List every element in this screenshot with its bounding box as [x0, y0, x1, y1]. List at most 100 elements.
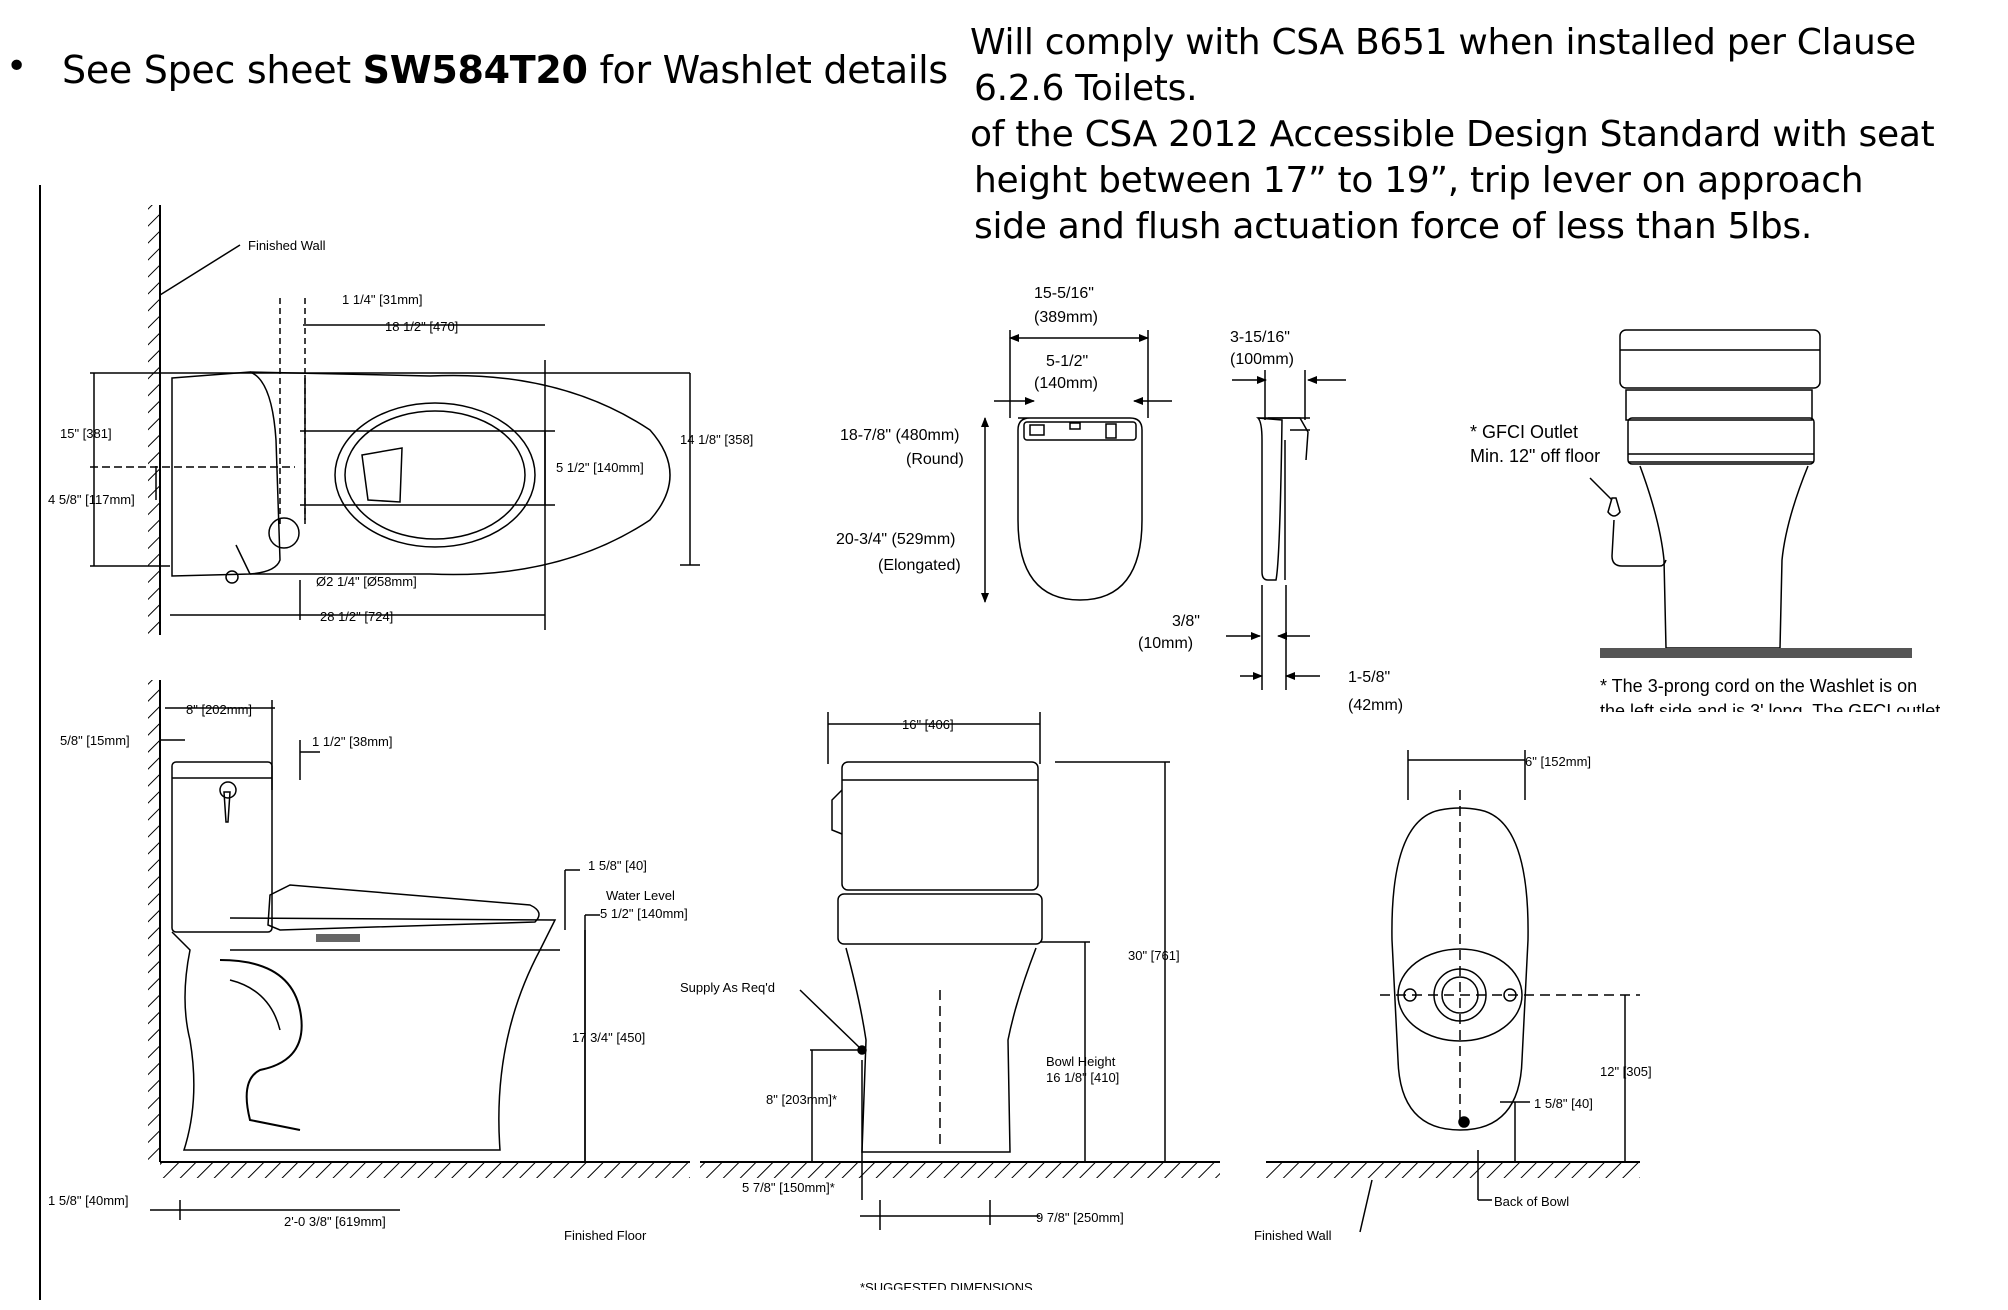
- bowl-rim: [334, 402, 536, 548]
- floor-bar: [1600, 648, 1912, 658]
- spec-suffix: for Washlet details: [587, 48, 948, 92]
- bowl-height-value: 16 1/8" [410]: [1046, 1070, 1119, 1085]
- compliance-line: side and flush actuation force of less t…: [974, 206, 1812, 247]
- tank-side: [171, 761, 273, 933]
- tank-body: [1625, 389, 1813, 421]
- bowl-height-label: Bowl Height: [1046, 1054, 1116, 1069]
- tank-plan: [171, 371, 281, 577]
- wall-hatch-side: [148, 680, 160, 1160]
- dim-100mm: (100mm): [1230, 351, 1294, 368]
- tank-lid: [1619, 329, 1821, 389]
- dim-18-1-2: 18 1/2" [470]: [385, 319, 458, 334]
- dim-1-1-4: 1 1/4" [31mm]: [342, 292, 422, 307]
- dim-3-8: 3/8": [1172, 613, 1200, 630]
- gfci-labels: * GFCI Outlet Min. 12" off floor * The 3…: [1470, 422, 1917, 696]
- dim-4-5-8: 4 5/8" [117mm]: [48, 492, 135, 507]
- front-elevation-view: [700, 712, 1220, 1230]
- finished-wall-leader: [159, 244, 241, 296]
- floor-hatch-back: [1266, 1162, 1640, 1178]
- top-plan-view: [90, 205, 700, 635]
- dim-5-7-8-150mm: 5 7/8" [150mm]*: [742, 1180, 835, 1195]
- supply-label: Supply As Req'd: [680, 980, 775, 995]
- dim-10mm: (10mm): [1138, 635, 1193, 652]
- dim-1-5-8-40mm: 1 5/8" [40mm]: [48, 1193, 128, 1208]
- dim-8-202mm: 8" [202mm]: [186, 702, 252, 717]
- finished-wall-label-back: Finished Wall: [1254, 1228, 1332, 1243]
- compliance-note: Will comply with CSA B651 when installed…: [970, 20, 1990, 250]
- bullet-point: •: [6, 46, 28, 87]
- dim-42mm: (42mm): [1348, 697, 1403, 714]
- cord-note-2: the left side and is 3' long. The GFCI o…: [1600, 701, 1940, 721]
- bowl-front: [845, 947, 1037, 1153]
- finished-wall-label: Finished Wall: [248, 238, 326, 253]
- washlet-side-view: [1226, 370, 1346, 690]
- dim-1-5-8-40: 1 5/8" [40]: [588, 858, 647, 873]
- dim-5-8-15mm: 5/8" [15mm]: [60, 733, 130, 748]
- tank-front: [841, 761, 1039, 891]
- dim-12-305: 12" [305]: [1600, 1064, 1652, 1079]
- side-elevation-labels: 8" [202mm] 5/8" [15mm] 1 1/2" [38mm] 1 5…: [48, 702, 688, 1243]
- compliance-line: of the CSA 2012 Accessible Design Standa…: [970, 114, 1935, 155]
- drain-outline: [361, 447, 403, 503]
- bowl-plan: [249, 371, 671, 576]
- gfci-plug-icon: [1607, 497, 1621, 517]
- trip-lever: [223, 791, 231, 823]
- gfci-note-1: * GFCI Outlet: [1470, 422, 1578, 442]
- water-level-label: Water Level: [606, 888, 675, 903]
- washlet-front: [837, 893, 1043, 945]
- spec-prefix: See Spec sheet: [62, 48, 363, 92]
- compliance-line: 6.2.6 Toilets.: [974, 68, 1198, 109]
- washlet-front-view: [981, 330, 1172, 603]
- supply-hole: [268, 517, 300, 549]
- back-plan-labels: 6" [152mm] 12" [305] 1 5/8" [40] Finishe…: [1254, 754, 1652, 1243]
- dim-9-7-8-250mm: 9 7/8" [250mm]: [1036, 1210, 1124, 1225]
- dim-length-elongated: 20-3/4" (529mm): [836, 531, 956, 548]
- dim-15-5-16: 15-5/16": [1034, 285, 1094, 302]
- compliance-line: Will comply with CSA B651 when installed…: [970, 22, 1916, 63]
- dim-5-1-2-140mm: 5 1/2" [140mm]: [600, 906, 688, 921]
- dim-17-3-4-450: 17 3/4" [450]: [572, 1030, 645, 1045]
- dim-16-406: 16" [406]: [902, 717, 954, 732]
- side-elevation-view: [148, 680, 690, 1220]
- dim-8-203mm: 8" [203mm]*: [766, 1092, 837, 1107]
- cord: [1611, 519, 1667, 567]
- bowl-pedestal: [1639, 465, 1809, 649]
- dim-6-152mm: 6" [152mm]: [1525, 754, 1591, 769]
- floor-hatch-side: [160, 1162, 690, 1178]
- compliance-line: height between 17” to 19”, trip lever on…: [974, 160, 1864, 201]
- wall-hatch: [148, 205, 160, 635]
- bowl-footprint: [1391, 807, 1529, 1131]
- washlet-labels: 15-5/16" (389mm) 5-1/2" (140mm) 3-15/16"…: [836, 285, 1403, 714]
- cord-note-clip: the left side and is 3' long. The GFCI o…: [1600, 701, 1940, 721]
- dim-5-1-2: 5-1/2": [1046, 353, 1088, 370]
- elongated-label: (Elongated): [878, 557, 961, 574]
- dim-15: 15" [381]: [60, 426, 112, 441]
- dim-1-5-8-40-back: 1 5/8" [40]: [1534, 1096, 1593, 1111]
- dim-2-0-3-8: 2'-0 3/8" [619mm]: [284, 1214, 386, 1229]
- suggested-dimensions-note: *SUGGESTED DIMENSIONS: [860, 1280, 1033, 1295]
- dim-28-1-2: 28 1/2" [724]: [320, 609, 393, 624]
- washlet-seat-side: [267, 884, 540, 931]
- cord-note-1: * The 3-prong cord on the Washlet is on: [1600, 676, 1917, 696]
- washlet-seat-outline: [1017, 417, 1143, 601]
- back-of-bowl-label: Back of Bowl: [1494, 1194, 1569, 1209]
- spec-code: SW584T20: [362, 48, 588, 92]
- dim-1-1-2-38mm: 1 1/2" [38mm]: [312, 734, 392, 749]
- floor-hatch-front: [700, 1162, 1220, 1178]
- dim-diameter: Ø2 1/4" [Ø58mm]: [316, 574, 417, 589]
- front-elevation-labels: 16" [406] Supply As Req'd 30" [761] Bowl…: [680, 717, 1180, 1225]
- dim-5-1-2: 5 1/2" [140mm]: [556, 460, 644, 475]
- gfci-note-2: Min. 12" off floor: [1470, 446, 1600, 466]
- finished-floor-label: Finished Floor: [564, 1228, 647, 1243]
- washlet-seat: [1627, 417, 1815, 465]
- dim-389mm: (389mm): [1034, 309, 1098, 326]
- dim-3-15-16: 3-15/16": [1230, 329, 1290, 346]
- dim-1-5-8: 1-5/8": [1348, 669, 1390, 686]
- dim-30-761: 30" [761]: [1128, 948, 1180, 963]
- dim-length-round: 18-7/8" (480mm): [840, 427, 960, 444]
- spec-sheet-reference: See Spec sheet SW584T20 for Washlet deta…: [62, 48, 948, 92]
- dim-14-1-8: 14 1/8" [358]: [680, 432, 753, 447]
- back-plan-view: [1266, 750, 1640, 1233]
- gfci-illustration: [1589, 329, 1821, 649]
